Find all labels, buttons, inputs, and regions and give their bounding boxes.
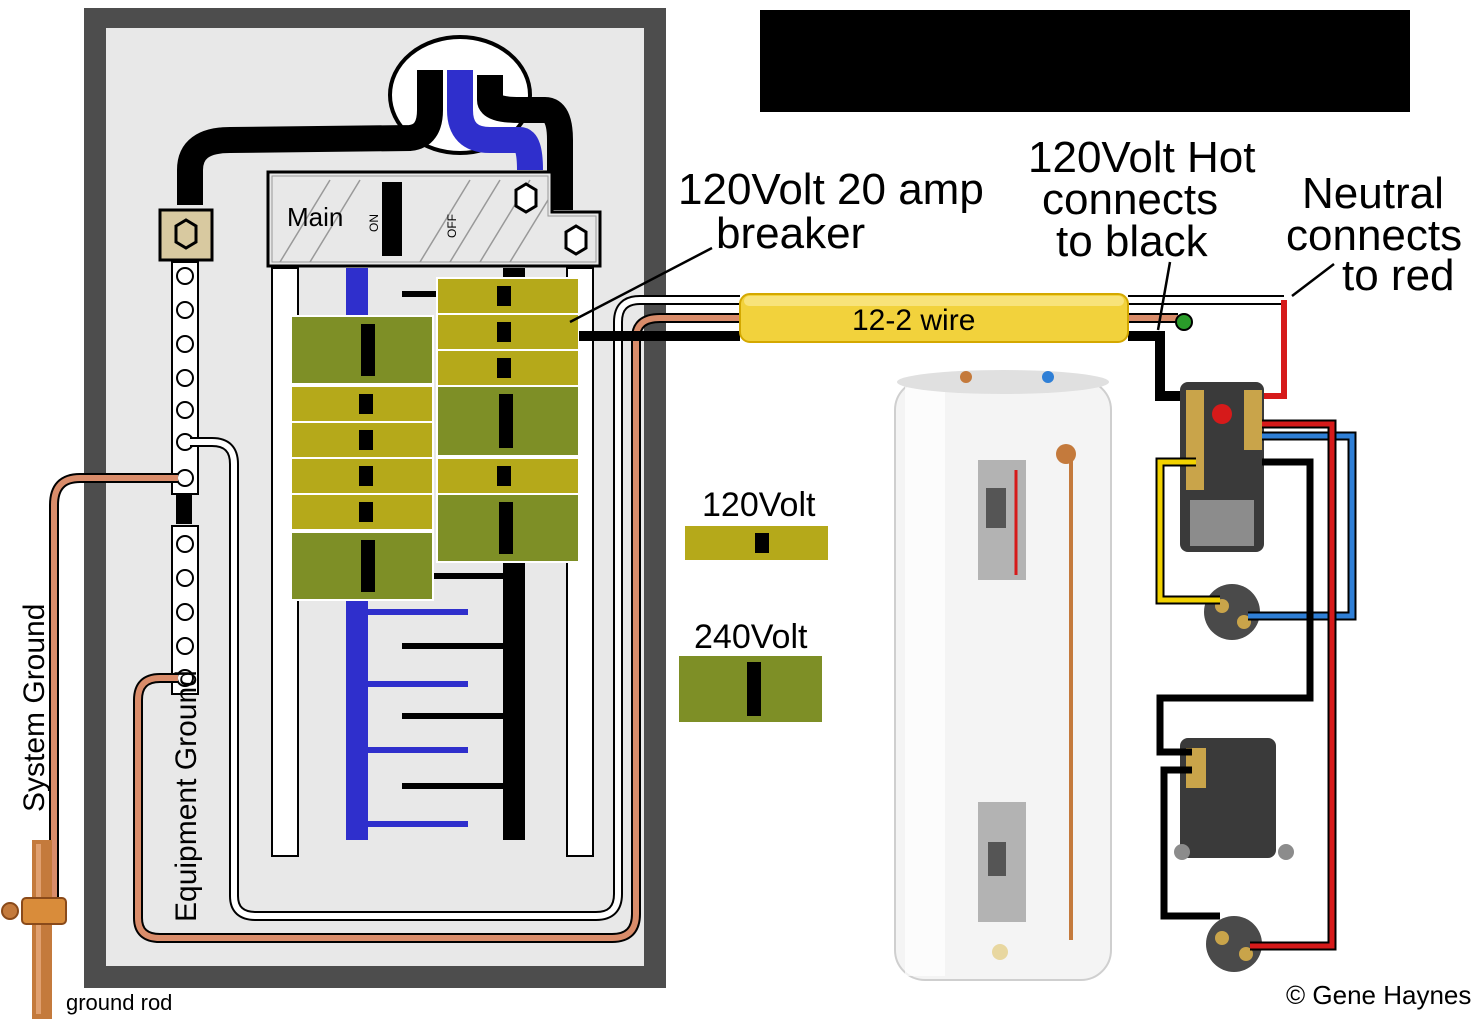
ground-wires bbox=[49, 313, 1178, 943]
equipment-ground-label: Equipment Ground bbox=[170, 670, 203, 922]
red-wire-top bbox=[1262, 300, 1287, 399]
copyright-label: © Gene Haynes bbox=[1286, 980, 1471, 1010]
legend: 120Volt 240Volt bbox=[679, 486, 828, 722]
neutral-label-line1: Neutral bbox=[1302, 169, 1444, 218]
hot-label-line1: 120Volt Hot bbox=[1028, 133, 1256, 182]
upper-thermostat bbox=[1180, 382, 1264, 640]
breaker-handles-left bbox=[359, 324, 375, 592]
service-entry bbox=[177, 35, 573, 210]
neutral-label-line3: to red bbox=[1342, 251, 1455, 300]
main-breaker: Main ON OFF bbox=[266, 170, 602, 268]
legend-120-label: 120Volt bbox=[702, 486, 816, 524]
neutral-label-line2: connects bbox=[1286, 211, 1462, 260]
hot-wire-out bbox=[1128, 331, 1190, 401]
hot-label-line2: connects bbox=[1042, 175, 1218, 224]
breaker-label-line2: breaker bbox=[716, 209, 865, 258]
heater-wiring bbox=[1155, 419, 1357, 951]
wire-label: 12-2 wire bbox=[852, 304, 975, 337]
wire-jacket bbox=[739, 293, 1129, 343]
leader-lines bbox=[569, 246, 1335, 331]
legend-240-label: 240Volt bbox=[694, 618, 808, 656]
main-breaker-label: Main bbox=[287, 202, 343, 232]
on-label: ON bbox=[367, 214, 381, 232]
breaker-label-line1: 120Volt 20 amp bbox=[678, 165, 984, 214]
ground-screw bbox=[1175, 313, 1193, 331]
neutral-bar bbox=[158, 208, 214, 695]
lower-thermostat bbox=[1174, 738, 1294, 972]
ground-rod-label: ground rod bbox=[66, 990, 172, 1015]
neutral-wire bbox=[190, 295, 1284, 921]
water-heater bbox=[894, 370, 1112, 981]
hot-label-line3: to black bbox=[1056, 217, 1209, 266]
ground-rod bbox=[1, 840, 67, 1019]
redacted-box bbox=[760, 10, 1410, 112]
off-label: OFF bbox=[445, 214, 459, 238]
breaker-handles-right bbox=[497, 286, 513, 554]
system-ground-label: System Ground bbox=[18, 604, 51, 812]
